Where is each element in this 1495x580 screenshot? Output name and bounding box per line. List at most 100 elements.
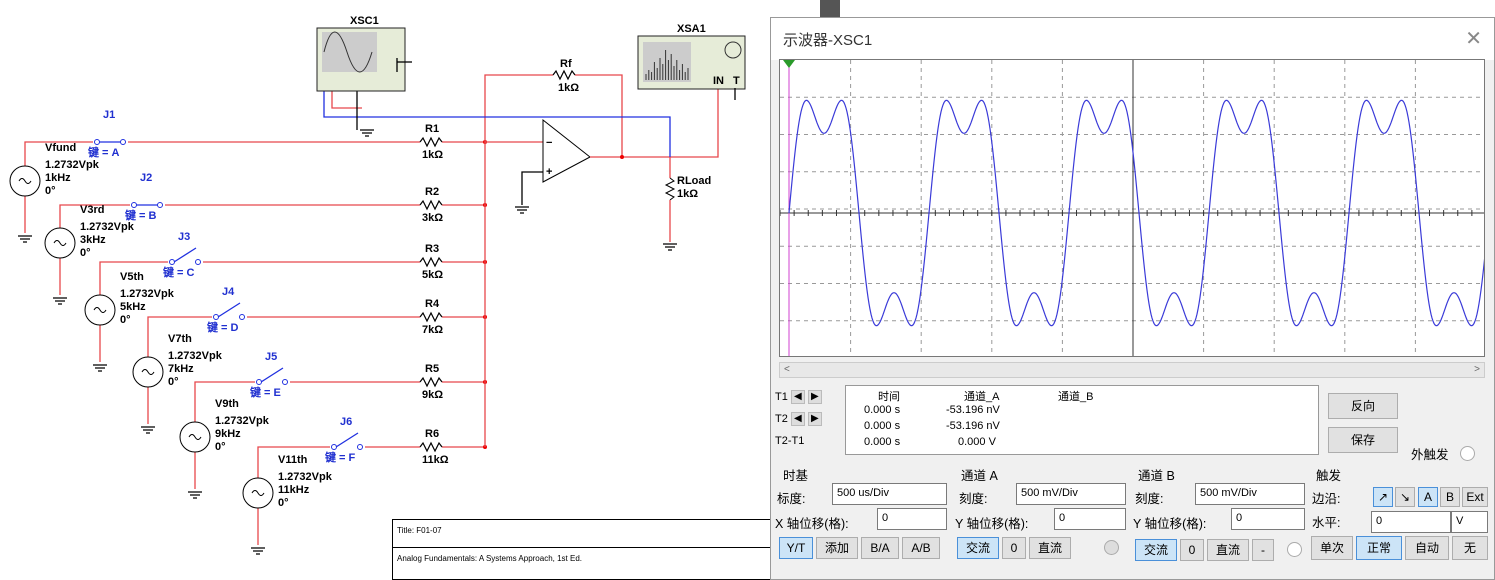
source-name: V11th [278, 454, 308, 466]
t2-right-arrow[interactable]: ▶ [807, 412, 822, 426]
channel-b-zero-button[interactable]: 0 [1180, 539, 1204, 561]
ac-source-icon [132, 356, 164, 388]
source-name: V9th [215, 398, 239, 410]
trigger-source-ext-button[interactable]: Ext [1462, 487, 1488, 507]
switch-name: J5 [265, 351, 277, 363]
probe-wire [331, 88, 362, 109]
add-mode-button[interactable]: 添加 [816, 537, 858, 559]
channel-b-radio[interactable] [1287, 542, 1302, 557]
opamp-plus-sign: + [546, 166, 552, 178]
channel-b-dc-button[interactable]: 直流 [1207, 539, 1249, 561]
switch-contact [239, 314, 245, 320]
source-amplitude: 1.2732Vpk [80, 221, 135, 233]
resistor-value: 7kΩ [422, 324, 443, 336]
t1-right-arrow[interactable]: ▶ [807, 390, 822, 404]
source-frequency: 9kHz [215, 428, 241, 440]
xsa1-in-label: IN [713, 75, 724, 87]
trigger-source-a-button[interactable]: A [1418, 487, 1438, 507]
timebase-title: 时基 [783, 469, 809, 483]
single-mode-button[interactable]: 单次 [1311, 536, 1353, 560]
x-position-label: X 轴位移(格): [775, 517, 849, 531]
auto-mode-button[interactable]: 自动 [1405, 536, 1449, 560]
yt-mode-button[interactable]: Y/T [779, 537, 813, 559]
switch-contact [195, 259, 201, 265]
resistor-name: R5 [425, 363, 439, 375]
channel-b-ac-button[interactable]: 交流 [1135, 539, 1177, 561]
wire [99, 261, 168, 295]
channel-b-scale-label: 刻度: [1135, 492, 1164, 506]
switch-contact [94, 139, 100, 145]
ground-icon [141, 426, 155, 434]
source-phase: 0° [45, 185, 56, 197]
t1-left-arrow[interactable]: ◀ [790, 390, 805, 404]
switch-name: J3 [178, 231, 190, 243]
channel-b-ypos-input[interactable]: 0 [1231, 508, 1305, 530]
falling-edge-button[interactable]: ↘ [1395, 487, 1415, 507]
resistor-icon [419, 136, 443, 148]
sine-icon [188, 434, 202, 440]
channel-b-ypos-label: Y 轴位移(格): [1133, 517, 1207, 531]
ground-icon [515, 206, 529, 214]
header-channel-a: 通道_A [964, 391, 1000, 403]
ab-mode-button[interactable]: A/B [902, 537, 940, 559]
title-block: Title: F01-07 Analog Fundamentals: A Sys… [392, 519, 772, 580]
switch-key: 键 = C [162, 265, 195, 279]
trigger-level-unit[interactable]: V [1451, 511, 1488, 533]
wire [590, 88, 719, 158]
resistor-name: R4 [425, 298, 440, 310]
trigger-edge-label: 边沿: [1312, 492, 1341, 506]
source-phase: 0° [215, 441, 226, 453]
switch-contact [120, 139, 126, 145]
ac-source-icon [9, 165, 41, 197]
ext-trigger-radio[interactable] [1460, 446, 1475, 461]
none-mode-button[interactable]: 无 [1452, 536, 1488, 560]
trigger-level-input[interactable]: 0 [1371, 511, 1451, 533]
source-amplitude: 1.2732Vpk [45, 159, 100, 171]
save-button[interactable]: 保存 [1328, 427, 1398, 453]
source-frequency: 5kHz [120, 301, 146, 313]
wire [147, 316, 212, 357]
timebase-scale-input[interactable]: 500 us/Div [832, 483, 947, 505]
source-amplitude: 1.2732Vpk [278, 471, 333, 483]
t2-left-arrow[interactable]: ◀ [790, 412, 805, 426]
close-icon[interactable]: ✕ [1465, 28, 1482, 50]
x-position-input[interactable]: 0 [877, 508, 947, 530]
xsa1-label: XSA1 [677, 23, 706, 35]
switch-contact [256, 379, 262, 385]
t2-time: 0.000 s [864, 420, 901, 432]
normal-mode-button[interactable]: 正常 [1356, 536, 1402, 560]
resistor-icon [419, 376, 443, 388]
resistor-value: 11kΩ [422, 454, 449, 466]
switch-key: 键 = E [249, 385, 281, 399]
resistor-value: 3kΩ [422, 212, 443, 224]
channel-b-minus-button[interactable]: - [1252, 539, 1274, 561]
horizontal-scrollbar[interactable]: <> [779, 362, 1485, 378]
channel-b-scale-input[interactable]: 500 mV/Div [1195, 483, 1305, 505]
rising-edge-button[interactable]: ↗ [1373, 487, 1393, 507]
header-channel-b: 通道_B [1058, 391, 1094, 403]
scope-screen [322, 32, 377, 72]
channel-a-zero-button[interactable]: 0 [1002, 537, 1026, 559]
trigger-source-b-button[interactable]: B [1440, 487, 1460, 507]
source-name: V3rd [80, 204, 104, 216]
ground-icon [360, 129, 374, 137]
channel-a-dc-button[interactable]: 直流 [1029, 537, 1071, 559]
source-amplitude: 1.2732Vpk [215, 415, 270, 427]
window-titlebar[interactable]: 示波器-XSC1 ✕ [771, 18, 1494, 60]
channel-a-scale-input[interactable]: 500 mV/Div [1016, 483, 1126, 505]
sine-icon [323, 31, 373, 73]
channel-a-ypos-input[interactable]: 0 [1054, 508, 1126, 530]
channel-a-radio[interactable] [1104, 540, 1119, 555]
source-phase: 0° [120, 314, 131, 326]
channel-a-ypos-label: Y 轴位移(格): [955, 517, 1029, 531]
ba-mode-button[interactable]: B/A [861, 537, 899, 559]
rload-value: 1kΩ [677, 188, 698, 200]
delta-time: 0.000 s [864, 436, 901, 448]
source-frequency: 7kHz [168, 363, 194, 375]
reverse-button[interactable]: 反向 [1328, 393, 1398, 419]
wire [59, 204, 130, 228]
source-phase: 0° [168, 376, 179, 388]
switch-name: J6 [340, 416, 352, 428]
channel-a-ac-button[interactable]: 交流 [957, 537, 999, 559]
